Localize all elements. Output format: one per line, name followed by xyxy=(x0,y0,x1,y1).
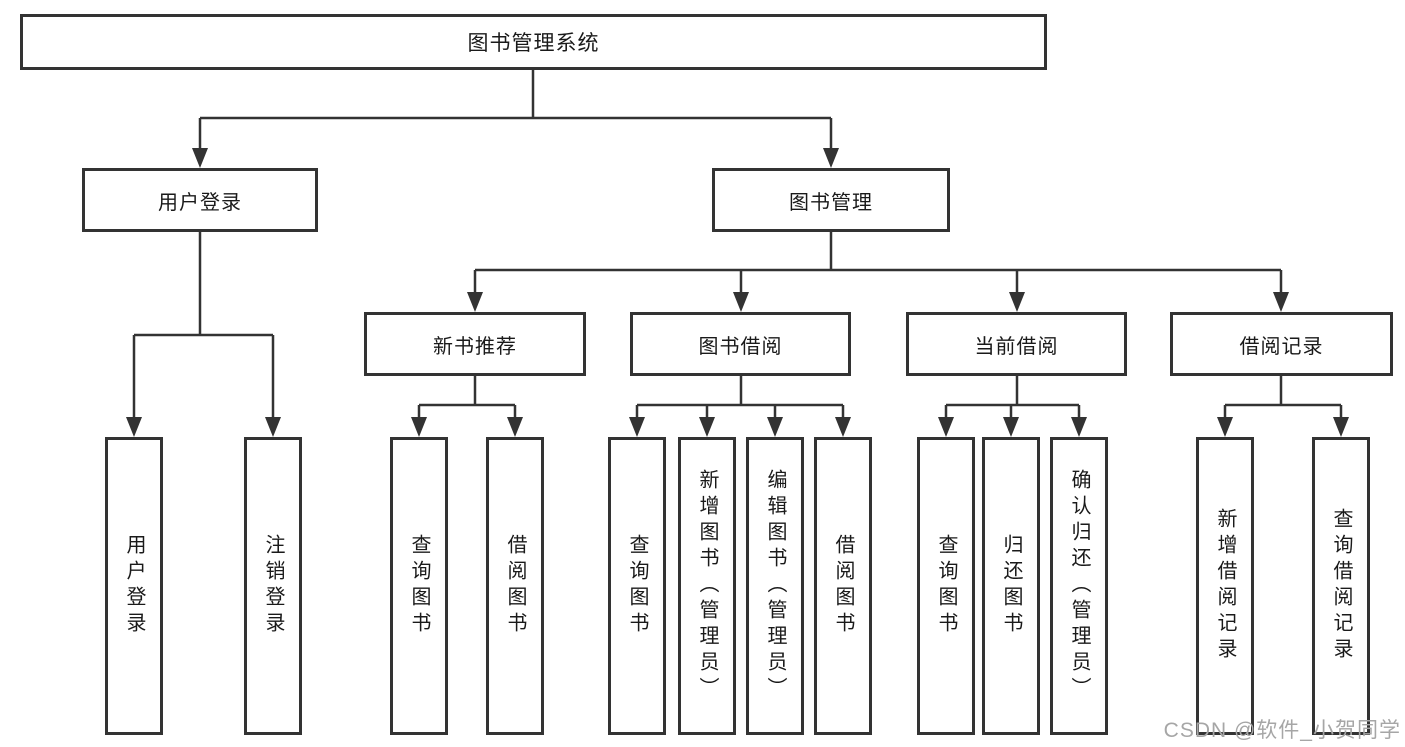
node-leaf-logout: 注销登录 xyxy=(244,437,302,735)
csdn-watermark: CSDN @软件_小贺同学 xyxy=(1163,719,1401,742)
node-leaf-borrow-books-2: 借阅图书 xyxy=(814,437,872,735)
node-leaf-edit-books-admin: 编辑图书（管理员） xyxy=(746,437,804,735)
node-leaf-user-login: 用户登录 xyxy=(105,437,163,735)
node-leaf-return-books: 归还图书 xyxy=(982,437,1040,735)
node-leaf-borrow-books-1: 借阅图书 xyxy=(486,437,544,735)
arrowhead-icon xyxy=(938,417,954,437)
node-user-login: 用户登录 xyxy=(82,168,318,232)
node-book-borrowing: 图书借阅 xyxy=(630,312,851,376)
arrowhead-icon xyxy=(265,417,281,437)
arrowhead-icon xyxy=(126,417,142,437)
node-leaf-query-borrow-record: 查询借阅记录 xyxy=(1312,437,1370,735)
edge-root-to-level2 xyxy=(192,70,839,168)
arrowhead-icon xyxy=(1217,417,1233,437)
arrowhead-icon xyxy=(1003,417,1019,437)
arrowhead-icon xyxy=(467,292,483,312)
node-leaf-confirm-return-admin: 确认归还（管理员） xyxy=(1050,437,1108,735)
arrowhead-icon xyxy=(1273,292,1289,312)
arrowhead-icon xyxy=(767,417,783,437)
arrowhead-icon xyxy=(192,148,208,168)
node-leaf-query-books-3: 查询图书 xyxy=(917,437,975,735)
arrowhead-icon xyxy=(835,417,851,437)
node-system-root: 图书管理系统 xyxy=(20,14,1047,70)
node-current-borrowing: 当前借阅 xyxy=(906,312,1127,376)
arrowhead-icon xyxy=(1071,417,1087,437)
edge-borrow-to-children xyxy=(629,376,851,437)
arrowhead-icon xyxy=(507,417,523,437)
edge-newbooks-to-children xyxy=(411,376,523,437)
edge-bookmgmt-to-level3 xyxy=(467,232,1289,312)
node-book-management: 图书管理 xyxy=(712,168,950,232)
edge-records-to-children xyxy=(1217,376,1349,437)
arrowhead-icon xyxy=(1009,292,1025,312)
node-borrow-records: 借阅记录 xyxy=(1170,312,1393,376)
arrowhead-icon xyxy=(733,292,749,312)
arrowhead-icon xyxy=(629,417,645,437)
node-leaf-query-books-2: 查询图书 xyxy=(608,437,666,735)
arrowhead-icon xyxy=(823,148,839,168)
node-leaf-query-books-1: 查询图书 xyxy=(390,437,448,735)
edge-current-to-children xyxy=(938,376,1087,437)
arrowhead-icon xyxy=(411,417,427,437)
edge-login-to-children xyxy=(126,232,281,437)
node-leaf-add-books-admin: 新增图书（管理员） xyxy=(678,437,736,735)
node-leaf-add-borrow-record: 新增借阅记录 xyxy=(1196,437,1254,735)
node-new-book-recommend: 新书推荐 xyxy=(364,312,586,376)
arrowhead-icon xyxy=(699,417,715,437)
arrowhead-icon xyxy=(1333,417,1349,437)
